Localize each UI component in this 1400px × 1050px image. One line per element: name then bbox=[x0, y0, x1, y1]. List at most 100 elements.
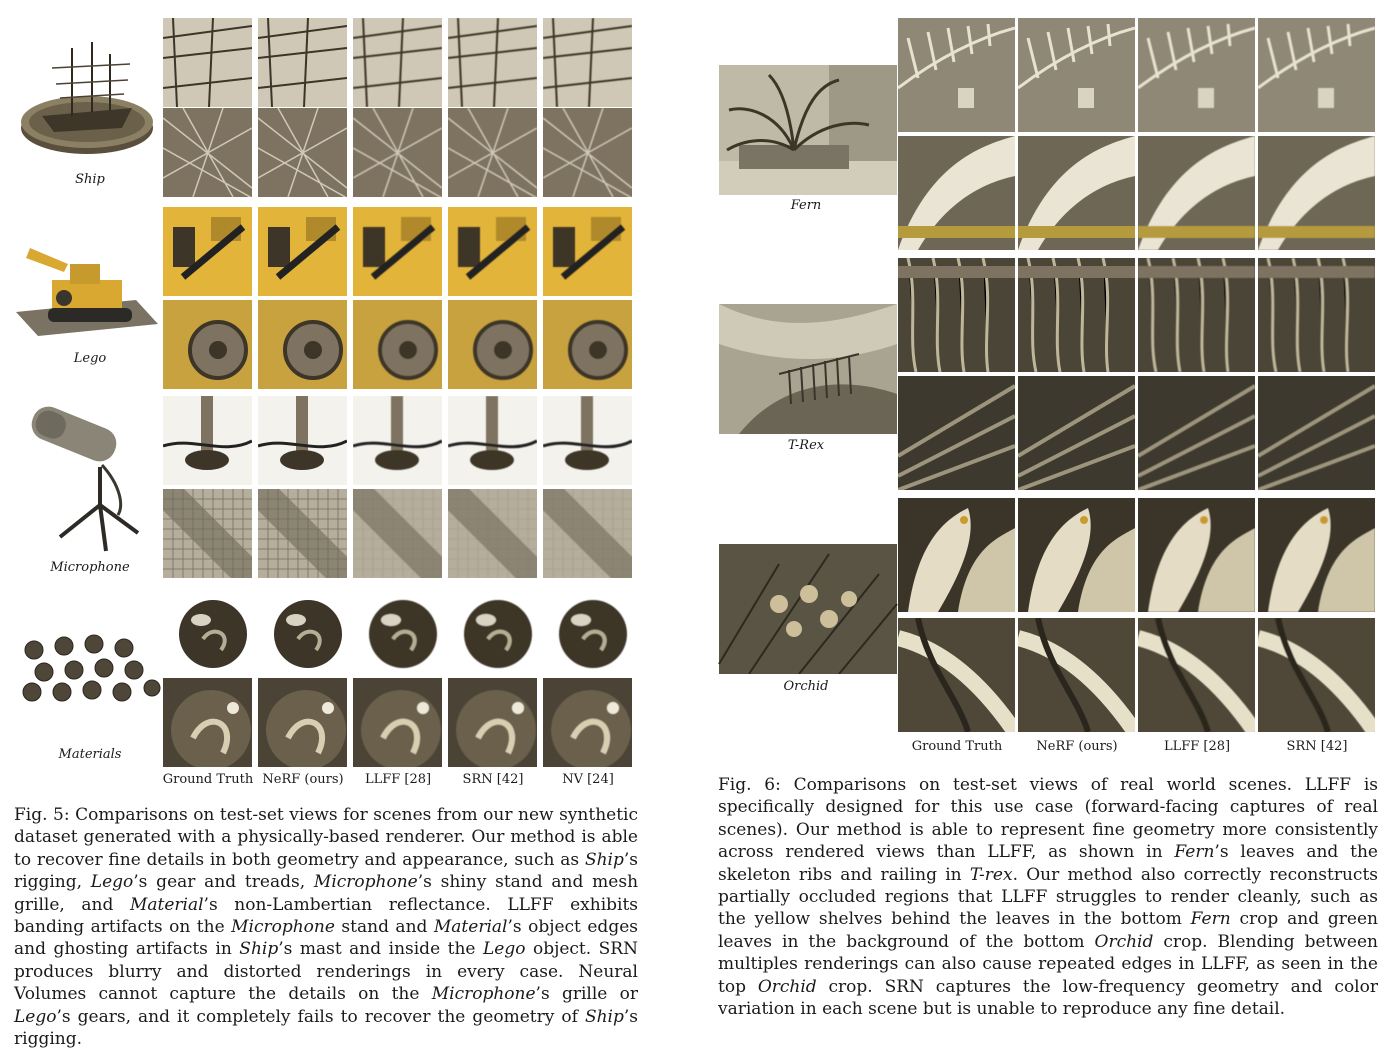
caption-text: ’s gear and treads, bbox=[133, 872, 314, 893]
caption-text: ’s non-Lambertian reflectance. LLFF exhi… bbox=[14, 894, 639, 938]
caption-text: ’s gears, and it completely fails to rec… bbox=[56, 1006, 585, 1027]
caption-text: ’s mast and inside the bbox=[278, 939, 483, 960]
caption-italic-term: Microphone bbox=[431, 984, 536, 1005]
fig6-crop-tile bbox=[1018, 18, 1135, 132]
fig6-crop-tile bbox=[898, 618, 1015, 732]
fig5-crop-tile bbox=[353, 18, 442, 107]
fig5-col-srn: SRN [42] bbox=[462, 772, 524, 787]
fig6-crop-tile bbox=[1138, 18, 1255, 132]
fig6-crop-tile bbox=[1138, 136, 1255, 250]
fig5-crop-tile bbox=[543, 207, 632, 296]
fig5-crop-tile bbox=[543, 678, 632, 767]
fig5-crop-tile bbox=[163, 678, 252, 767]
caption-text: crop. SRN captures the low-frequency geo… bbox=[718, 976, 1378, 1020]
caption-italic-term: Lego bbox=[90, 872, 134, 893]
fig6-col-srn: SRN [42] bbox=[1286, 739, 1348, 754]
fig5-crop-tile bbox=[448, 678, 537, 767]
fig5-crop-tile bbox=[448, 489, 537, 578]
fig6-crop-tile bbox=[1018, 136, 1135, 250]
fig5-crop-tile bbox=[448, 300, 537, 389]
materials-label: Materials bbox=[58, 747, 122, 762]
fig6-col-nerf: NeRF (ours) bbox=[1036, 739, 1118, 754]
fig5-crop-tile bbox=[163, 108, 252, 197]
caption-italic-term: Material bbox=[129, 894, 204, 915]
caption-italic-term: Orchid bbox=[757, 976, 817, 997]
fig5-crop-tile bbox=[258, 678, 347, 767]
fig5-crop-tile bbox=[163, 207, 252, 296]
caption-text: crop. Blending between multiples renderi… bbox=[718, 931, 1378, 997]
caption-italic-term: Fern bbox=[1174, 842, 1215, 863]
orchid-label: Orchid bbox=[783, 679, 829, 694]
fig6-crop-tile bbox=[1258, 18, 1375, 132]
fig5-col-ground-truth: Ground Truth bbox=[162, 772, 254, 787]
fig5-crop-tile bbox=[258, 489, 347, 578]
fig5-crop-tile bbox=[543, 300, 632, 389]
fig6-crop-tile bbox=[1018, 376, 1135, 490]
microphone-label: Microphone bbox=[50, 560, 130, 575]
fig5-crop-tile bbox=[543, 108, 632, 197]
fig5-crop-tile bbox=[543, 396, 632, 485]
fig6-crop-tile bbox=[1258, 618, 1375, 732]
fig5-crop-tile bbox=[353, 108, 442, 197]
fig6-crop-tile bbox=[1258, 258, 1375, 372]
fig6-crop-tile bbox=[1138, 618, 1255, 732]
caption-italic-term: Fern bbox=[1190, 909, 1231, 930]
caption-text: Fig. 6: Comparisons on test-set views of… bbox=[718, 775, 1378, 863]
fig6-crop-tile bbox=[1258, 376, 1375, 490]
fig5-crop-tile bbox=[163, 396, 252, 485]
fig6-crop-tile bbox=[1258, 136, 1375, 250]
caption-text: ’s shiny stand and mesh grille, and bbox=[14, 872, 639, 915]
caption-italic-term: Lego bbox=[482, 939, 526, 960]
trex-label: T-Rex bbox=[787, 438, 825, 453]
fig5-crop-tile bbox=[353, 207, 442, 296]
fig5-crop-tile bbox=[353, 489, 442, 578]
fig5-crop-tile bbox=[353, 678, 442, 767]
fig5-col-llff: LLFF [28] bbox=[364, 772, 432, 787]
caption-italic-term: Ship bbox=[584, 1006, 624, 1027]
orchid-thumbnail bbox=[718, 544, 898, 674]
fig5-crop-tile bbox=[353, 300, 442, 389]
caption-italic-term: Microphone bbox=[313, 872, 418, 893]
fig6-crop-tile bbox=[1138, 498, 1255, 612]
ship-label: Ship bbox=[75, 172, 105, 187]
fig5-crop-tile bbox=[258, 584, 347, 673]
fig5-crop-tile bbox=[448, 18, 537, 107]
fig5-crop-tile bbox=[258, 396, 347, 485]
materials-render bbox=[22, 634, 161, 702]
fig6-crop-tile bbox=[898, 136, 1015, 250]
fig6-crop-tile bbox=[1258, 498, 1375, 612]
caption-italic-term: Orchid bbox=[1094, 931, 1154, 952]
fig5-caption: Fig. 5: Comparisons on test-set views fo… bbox=[14, 804, 638, 1050]
fig6-crop-tile bbox=[1018, 258, 1135, 372]
caption-text: ’s leaves and the skeleton ribs and rail… bbox=[718, 842, 1378, 885]
fig5-crop-tile bbox=[258, 18, 347, 107]
fig5-crop-tile bbox=[163, 18, 252, 107]
fig6-caption: Fig. 6: Comparisons on test-set views of… bbox=[718, 774, 1378, 1020]
fig5-crop-tile bbox=[258, 108, 347, 197]
trex-thumbnail bbox=[719, 304, 897, 434]
fig6-crop-tile bbox=[898, 258, 1015, 372]
fig5-col-nerf: NeRF (ours) bbox=[262, 772, 344, 787]
fig5-crop-tile bbox=[543, 489, 632, 578]
fig5-crop-tile bbox=[258, 207, 347, 296]
caption-text: object. SRN produces blurry and distorte… bbox=[14, 939, 638, 1005]
caption-italic-term: T-rex bbox=[969, 864, 1013, 885]
caption-text: Fig. 5: Comparisons on test-set views fo… bbox=[14, 805, 638, 870]
fig6-col-ground-truth: Ground Truth bbox=[911, 739, 1003, 754]
fig5-crop-tile bbox=[543, 18, 632, 107]
fig6-col-llff: LLFF [28] bbox=[1163, 739, 1231, 754]
caption-text: crop and green leaves in the background … bbox=[718, 909, 1378, 952]
caption-text: stand and bbox=[334, 917, 434, 938]
lego-render bbox=[16, 248, 158, 336]
caption-italic-term: Lego bbox=[14, 1006, 57, 1027]
fig5-crop-tile bbox=[353, 584, 442, 673]
lego-label: Lego bbox=[73, 351, 107, 366]
fig5-crop-tile bbox=[448, 108, 537, 197]
fig5-crop-tile bbox=[353, 396, 442, 485]
fig6-crop-tile bbox=[1018, 618, 1135, 732]
caption-text: ’s rigging, bbox=[14, 849, 638, 893]
fig5-crop-tile bbox=[163, 584, 252, 673]
fern-thumbnail bbox=[719, 65, 897, 195]
fig6-crop-tile bbox=[1138, 258, 1255, 372]
fig5-crop-tile bbox=[448, 584, 537, 673]
